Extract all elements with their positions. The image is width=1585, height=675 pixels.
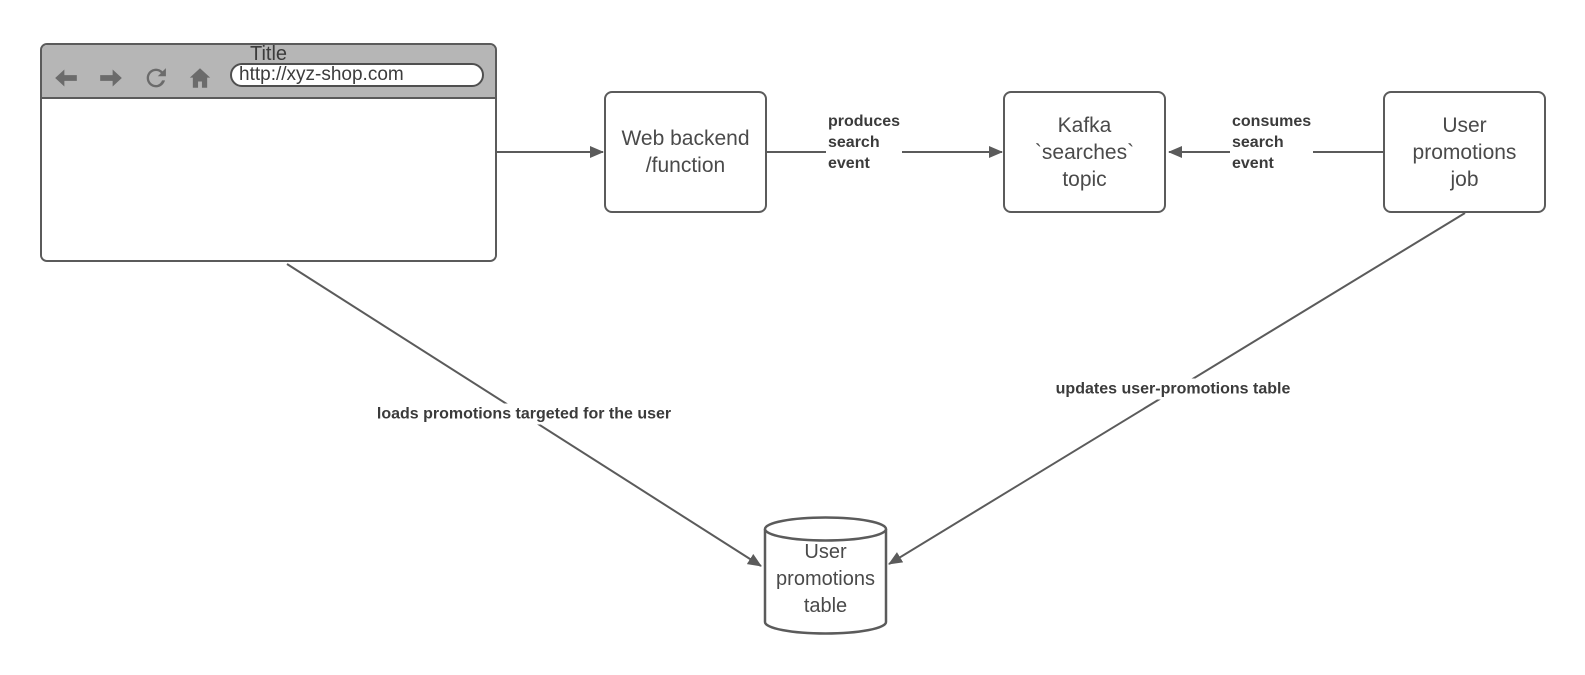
edge-label-line: produces xyxy=(828,113,901,130)
home-icon xyxy=(186,65,214,91)
database-cylinder-shape xyxy=(763,516,888,635)
edge-label-consumes-search-event: consumes search event xyxy=(1230,111,1314,174)
edge-label-line: event xyxy=(1232,155,1274,172)
node-label-line: Web backend xyxy=(621,127,750,150)
edge-label-line: event xyxy=(828,155,870,172)
browser-body xyxy=(42,99,495,260)
browser-title: Title xyxy=(249,43,288,65)
forward-icon xyxy=(96,65,126,91)
back-icon xyxy=(51,65,81,91)
edge-label-line: search xyxy=(1232,134,1284,151)
node-label-line: `searches` xyxy=(1034,140,1135,164)
node-user-promotions-table-label: User promotions table xyxy=(765,539,886,620)
refresh-icon xyxy=(141,64,171,92)
edge-label-updates-table: updates user-promotions table xyxy=(1050,378,1296,400)
edge-label-line: search xyxy=(828,134,880,151)
node-label-line: User xyxy=(804,541,847,563)
node-label-line: Kafka xyxy=(1057,113,1112,137)
node-label-line: job xyxy=(1450,167,1479,191)
node-web-backend: Web backend /function xyxy=(604,91,767,213)
node-label-line: promotions xyxy=(776,568,875,590)
node-label-line: User xyxy=(1442,113,1487,137)
node-user-promotions-job: User promotions job xyxy=(1383,91,1546,213)
browser-header: Title xyxy=(42,45,495,99)
edge-label-loads-promotions: loads promotions targeted for the user xyxy=(371,403,677,425)
browser-toolbar xyxy=(51,64,214,92)
node-label-line: topic xyxy=(1062,167,1107,191)
edge-label-produces-search-event: produces search event xyxy=(826,111,903,174)
node-label-line: table xyxy=(803,595,848,617)
node-label-line: promotions xyxy=(1412,140,1517,164)
edge-label-line: consumes xyxy=(1232,113,1312,130)
url-bar: http://xyz-shop.com xyxy=(230,63,484,87)
node-kafka-topic: Kafka `searches` topic xyxy=(1003,91,1166,213)
browser-window-shape: Title xyxy=(40,43,497,262)
node-label-line: /function xyxy=(645,154,726,177)
